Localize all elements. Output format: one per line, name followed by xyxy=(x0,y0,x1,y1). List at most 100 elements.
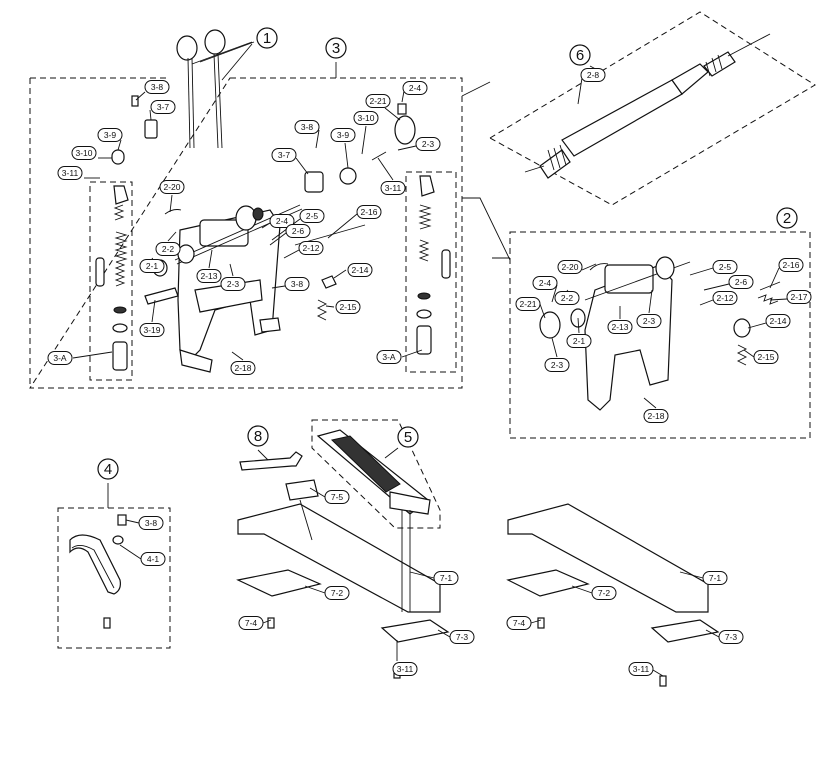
part-label-text: 2-18 xyxy=(234,363,251,373)
part-label-text: 2-8 xyxy=(587,70,600,80)
leader-lines xyxy=(72,41,788,677)
part-label-2-3: 2-3 xyxy=(415,137,441,151)
part-label-text: 2-13 xyxy=(611,322,628,332)
leader-line xyxy=(325,305,335,308)
box3-to-box6-line xyxy=(461,81,491,97)
right-spring-stack xyxy=(416,175,451,355)
part-label-7-1: 7-1 xyxy=(702,571,728,585)
leader-line xyxy=(437,629,451,638)
group-box-4 xyxy=(57,507,171,649)
group3-hardware xyxy=(111,95,416,321)
part-label-3-9: 3-9 xyxy=(97,128,123,142)
part-label-3-9: 3-9 xyxy=(330,128,356,142)
leader-line xyxy=(703,283,730,291)
part-label-3-A: 3-A xyxy=(47,351,73,365)
part-label-2-2: 2-2 xyxy=(155,242,181,256)
part-label-3-8: 3-8 xyxy=(138,516,164,530)
group-leader-line xyxy=(257,449,269,461)
leader-line xyxy=(344,142,349,169)
part-label-text: 3-10 xyxy=(357,113,374,123)
part-label-text: 2-21 xyxy=(519,299,536,309)
leader-line xyxy=(743,349,755,358)
part-label-text: 3-7 xyxy=(157,102,170,112)
part-label-3-7: 3-7 xyxy=(150,100,176,114)
footboard xyxy=(316,429,431,515)
part-label-text: 2-13 xyxy=(200,271,217,281)
part-label-3-11: 3-11 xyxy=(392,662,418,676)
part-label-text: 3-8 xyxy=(151,82,164,92)
leader-line xyxy=(769,267,780,289)
leader-line xyxy=(231,351,244,361)
leader-line xyxy=(295,157,309,175)
part-label-text: 3-11 xyxy=(397,664,414,674)
part-label-text: 2-4 xyxy=(409,83,422,93)
part-label-2-15: 2-15 xyxy=(753,350,779,364)
leader-line xyxy=(705,629,720,638)
part-label-text: 2-15 xyxy=(757,352,774,362)
part-label-text: 2-15 xyxy=(339,302,356,312)
part-label-text: 3-7 xyxy=(278,150,291,160)
part-label-text: 2-12 xyxy=(302,243,319,253)
part-label-2-18: 2-18 xyxy=(643,409,669,423)
leader-line xyxy=(151,299,156,323)
part-label-2-13: 2-13 xyxy=(607,320,633,334)
leader-line xyxy=(304,585,326,594)
part-label-2-16: 2-16 xyxy=(356,205,382,219)
part-label-2-1: 2-1 xyxy=(139,259,165,273)
spring-box-right xyxy=(405,171,457,373)
part-label-text: 7-1 xyxy=(440,573,453,583)
group-number-text: 4 xyxy=(104,461,112,478)
part-label-text: 2-3 xyxy=(643,316,656,326)
part-label-text: 2-6 xyxy=(735,277,748,287)
part-label-2-15: 2-15 xyxy=(335,300,361,314)
part-label-3-A: 3-A xyxy=(376,350,402,364)
part-label-text: 7-1 xyxy=(709,573,722,583)
part-label-7-4: 7-4 xyxy=(506,616,532,630)
group-box-3 xyxy=(29,77,463,389)
part-label-2-21: 2-21 xyxy=(365,94,391,108)
part-label-7-4: 7-4 xyxy=(238,616,264,630)
part-label-text: 2-3 xyxy=(422,139,435,149)
leader-line xyxy=(261,222,271,229)
leader-line xyxy=(333,269,347,279)
part-label-3-10: 3-10 xyxy=(353,111,379,125)
part-label-text: 7-5 xyxy=(331,492,344,502)
group-leader-line xyxy=(199,41,255,63)
part-label-text: 3-19 xyxy=(143,325,160,335)
group-number-text: 5 xyxy=(404,429,412,446)
part-label-3-19: 3-19 xyxy=(139,323,165,337)
leader-line xyxy=(679,571,704,579)
leader-line xyxy=(125,519,140,524)
group-number-text: 6 xyxy=(576,47,584,64)
leader-line xyxy=(72,351,113,359)
leader-line xyxy=(401,349,423,358)
part-label-2-20: 2-20 xyxy=(557,260,583,274)
leader-line xyxy=(652,669,664,677)
group-number-text: 1 xyxy=(263,30,271,47)
part-label-2-4: 2-4 xyxy=(532,276,558,290)
part-label-text: 3-9 xyxy=(337,130,350,140)
leader-line xyxy=(769,298,788,301)
part-label-text: 3-11 xyxy=(62,168,79,178)
part-label-2-21: 2-21 xyxy=(515,297,541,311)
part-label-text: 3-A xyxy=(53,353,67,363)
box3-to-box2-line xyxy=(462,197,511,261)
leader-line xyxy=(551,337,558,358)
leader-line xyxy=(309,487,326,498)
leader-line xyxy=(262,619,272,624)
part-label-7-2: 7-2 xyxy=(591,586,617,600)
leader-line xyxy=(577,77,583,105)
part-label-text: 2-16 xyxy=(360,207,377,217)
part-label-2-1: 2-1 xyxy=(566,334,592,348)
leader-line xyxy=(315,129,320,149)
part-label-text: 2-12 xyxy=(716,293,733,303)
drum-key xyxy=(239,451,303,471)
part-label-text: 7-4 xyxy=(513,618,526,628)
group-box-6 xyxy=(488,11,816,206)
part-label-text: 2-3 xyxy=(551,360,564,370)
connecting-shaft xyxy=(524,33,771,179)
part-label-text: 3-A xyxy=(382,352,396,362)
part-label-text: 2-4 xyxy=(539,278,552,288)
drive-chain xyxy=(69,514,127,629)
